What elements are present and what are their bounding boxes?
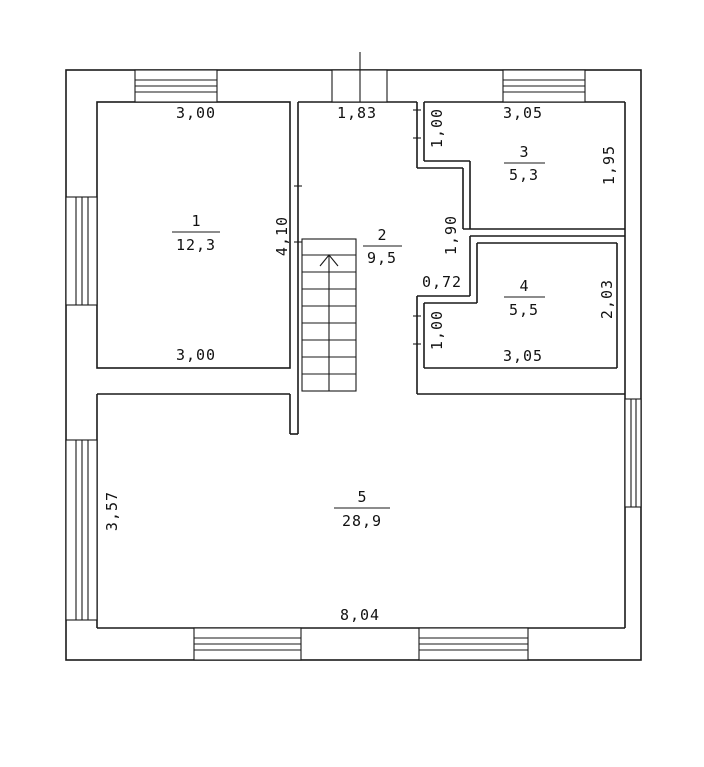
door-marks <box>294 109 421 345</box>
room-5-walls <box>96 393 626 629</box>
room-4-walls <box>423 242 618 369</box>
window-left-lower <box>65 439 98 621</box>
svg-text:5,3: 5,3 <box>509 166 539 184</box>
dim-room1-side: 4,10 <box>273 216 291 256</box>
svg-text:5: 5 <box>357 488 366 506</box>
svg-text:4: 4 <box>519 277 528 295</box>
room-1-label: 1 12,3 <box>172 212 220 254</box>
room-5-label: 5 28,9 <box>334 488 390 530</box>
svg-text:1: 1 <box>191 212 200 230</box>
room-1-outline <box>96 101 291 369</box>
svg-text:2: 2 <box>377 226 386 244</box>
svg-text:5,5: 5,5 <box>509 301 539 319</box>
window-bottom-left <box>193 627 302 661</box>
svg-text:12,3: 12,3 <box>176 236 216 254</box>
dim-corridor-width: 0,72 <box>422 273 462 291</box>
dim-room1-top: 3,00 <box>176 104 216 122</box>
window-bottom-right <box>418 627 529 661</box>
dim-room3-left: 1,00 <box>428 108 446 148</box>
dim-room2-top: 1,83 <box>337 104 377 122</box>
svg-text:28,9: 28,9 <box>342 512 382 530</box>
svg-text:3: 3 <box>519 143 528 161</box>
svg-text:9,5: 9,5 <box>367 249 397 267</box>
dim-corridor-side: 1,90 <box>442 215 460 255</box>
staircase <box>301 238 357 392</box>
window-top-left <box>134 69 218 103</box>
window-right <box>624 398 642 508</box>
dim-room5-bottom: 8,04 <box>340 606 380 624</box>
dim-room5-left: 3,57 <box>103 491 121 531</box>
room-3-label: 3 5,3 <box>504 143 545 184</box>
room-2-walls <box>289 101 626 435</box>
window-top-center <box>331 52 388 103</box>
outer-wall-outline <box>65 69 642 661</box>
dim-room3-top: 3,05 <box>503 104 543 122</box>
dim-room3-right: 1,95 <box>600 145 618 185</box>
dim-room4-right: 2,03 <box>598 279 616 319</box>
dim-room4-bottom: 3,05 <box>503 347 543 365</box>
dim-room4-left: 1,00 <box>428 310 446 350</box>
dim-room1-bottom: 3,00 <box>176 346 216 364</box>
window-left-upper <box>65 196 98 306</box>
window-top-right <box>502 69 586 103</box>
room-4-label: 4 5,5 <box>504 277 545 319</box>
room-2-label: 2 9,5 <box>363 226 402 267</box>
